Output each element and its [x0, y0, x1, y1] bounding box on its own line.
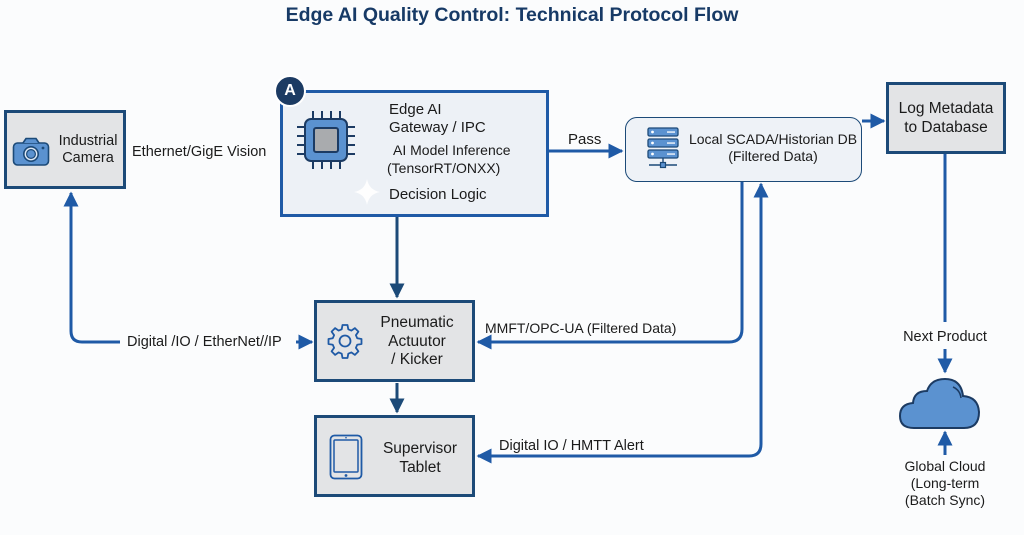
tablet-label-line1: Supervisor	[382, 440, 458, 457]
edge-label-next-product: Next Product	[903, 329, 987, 345]
edge-actuator-camera	[63, 191, 120, 344]
actuator-label-line1: Pneumatic	[380, 314, 454, 331]
log-label-line1: Log Metadata	[898, 100, 994, 117]
edge-label-camera-gateway: Ethernet/GigE Vision	[132, 144, 267, 160]
camera-label-line2: Camera	[62, 150, 114, 167]
gateway-label-line2: Gateway / IPC	[389, 119, 486, 136]
actuator-label-line3: / Kicker	[391, 351, 443, 369]
node-industrial-camera[interactable]: Industrial Camera	[4, 110, 126, 189]
gateway-runtime-label: (TensorRT/ONXX)	[387, 160, 501, 176]
edge-label-pass: Pass	[568, 131, 602, 148]
cloud-icon[interactable]	[898, 375, 982, 431]
node-edge-ai-gateway[interactable]: Edge AI Gateway / IPC AI Model Inference…	[280, 90, 549, 217]
cloud-label-line3: (Batch Sync)	[904, 491, 986, 508]
actuator-label-line2: Actuutor	[388, 332, 446, 350]
server-rack-icon	[647, 127, 679, 169]
edge-label-actuator-camera: Digital /IO / EtherNet//IP	[125, 334, 284, 352]
gateway-inference-label: AI Model Inference	[393, 142, 511, 158]
edge-label-scada-actuator: MMFT/OPC-UA (Filtered Data)	[485, 320, 677, 336]
edge-tablet-scada	[476, 182, 769, 464]
gateway-label-line1: Edge AI	[389, 101, 442, 118]
cloud-label: Global Cloud (Long-term (Batch Sync)	[885, 458, 1005, 508]
cloud-label-line2: (Long-term	[910, 474, 980, 491]
sparkle-icon	[354, 179, 380, 205]
node-pneumatic-actuator[interactable]: Pneumatic Actuutor / Kicker	[314, 300, 475, 382]
cloud-label-line1: Global Cloud	[904, 458, 986, 474]
node-log-metadata[interactable]: Log Metadata to Database	[886, 82, 1006, 154]
node-local-scada[interactable]: Local SCADA/Historian DB (Filtered Data)	[625, 117, 862, 182]
node-supervisor-tablet[interactable]: Supervisor Tablet	[314, 415, 475, 497]
camera-icon	[12, 137, 50, 166]
tablet-label-line2: Tablet	[399, 458, 441, 476]
camera-label-line1: Industrial	[58, 133, 118, 149]
step-badge: A	[274, 75, 306, 107]
scada-label-line2: (Filtered Data)	[728, 147, 818, 164]
tablet-icon	[329, 434, 363, 480]
scada-label-line1: Local SCADA/Historian DB	[688, 131, 858, 147]
gear-icon	[327, 324, 363, 359]
diagram-title: Edge AI Quality Control: Technical Proto…	[285, 4, 739, 26]
log-label-line2: to Database	[904, 118, 988, 136]
gateway-decision-label: Decision Logic	[389, 186, 487, 203]
cpu-chip-icon	[297, 111, 355, 169]
edge-label-scada-tablet: Digital IO / HMTT Alert	[499, 438, 644, 454]
